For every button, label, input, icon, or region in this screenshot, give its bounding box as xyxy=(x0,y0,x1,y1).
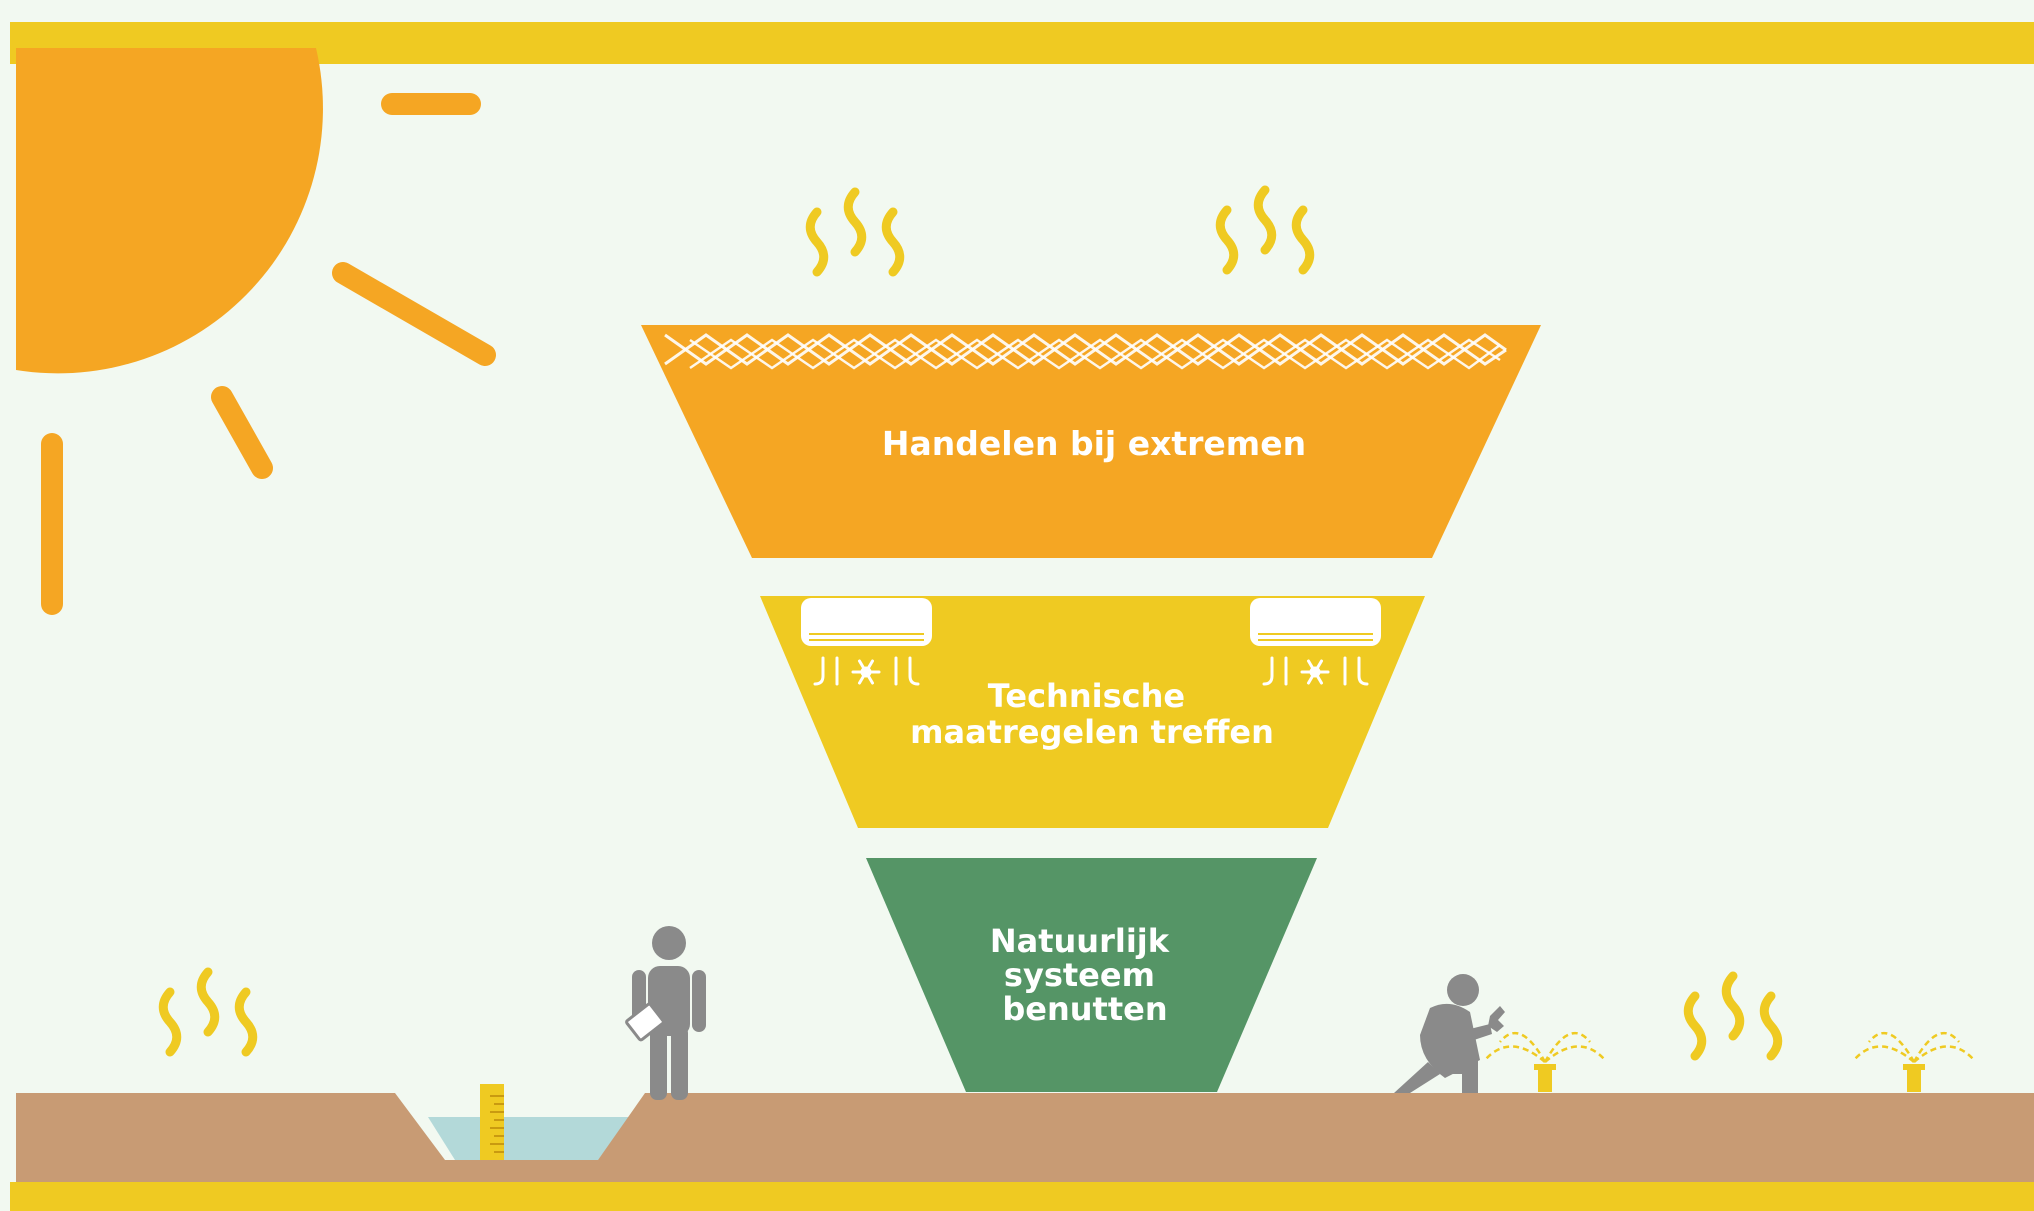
netting-pattern xyxy=(689,338,1501,370)
person-with-clipboard-icon xyxy=(625,926,706,1100)
bottom-frame-bar xyxy=(10,1182,2034,1211)
tier-label: Natuurlijk systeem benutten xyxy=(990,922,1180,1028)
ditch-icon xyxy=(428,1117,630,1160)
snowflake-icon xyxy=(1300,659,1330,685)
top-frame-bar xyxy=(10,22,2034,64)
sun-icon xyxy=(16,48,496,615)
air-conditioner-icon xyxy=(801,598,932,686)
sun-ray xyxy=(332,262,496,366)
snowflake-icon xyxy=(851,659,881,685)
funnel-tier-natural-system: Natuurlijk systeem benutten xyxy=(866,858,1317,1092)
tier-shape xyxy=(760,596,1425,828)
ground xyxy=(16,1093,2034,1182)
netting-pattern xyxy=(689,338,1501,370)
sun-ray xyxy=(211,386,273,479)
sprinkler-icon xyxy=(1484,1031,1606,1092)
kneeling-worker-icon xyxy=(1394,974,1505,1093)
funnel-tier-extremes: Handelen bij extremen xyxy=(641,325,1541,558)
water-gauge-icon xyxy=(480,1084,504,1160)
sun-body xyxy=(16,48,323,374)
tier-shape xyxy=(641,325,1541,558)
tier-label: Handelen bij extremen xyxy=(882,424,1306,463)
air-conditioner-icon xyxy=(1250,598,1381,686)
netting-pattern xyxy=(664,333,1507,366)
sprinkler-icon xyxy=(1853,1031,1975,1092)
funnel-tier-technical: Technische maatregelen treffen xyxy=(760,596,1425,828)
tier-label: Technische maatregelen treffen xyxy=(910,677,1274,751)
tier-shape xyxy=(866,858,1317,1092)
